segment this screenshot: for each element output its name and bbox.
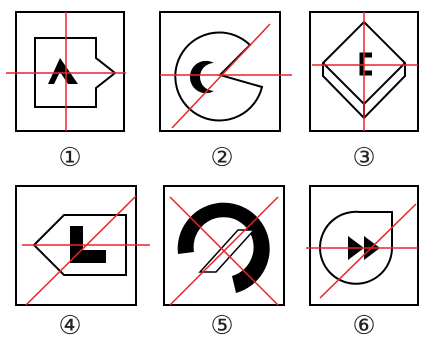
- panel-3: ③: [309, 11, 419, 173]
- panel-6-frame: [309, 185, 419, 306]
- panel-4-label: ④: [58, 311, 81, 341]
- panel-5-label: ⑤: [210, 311, 233, 341]
- panel-1: ①: [6, 11, 126, 173]
- panel-4-symmetry-axes: [22, 195, 150, 306]
- panel-1-figure: [34, 37, 117, 108]
- panel-1-label: ①: [58, 143, 81, 173]
- panel-3-label: ③: [352, 143, 375, 173]
- panel-5-frame: [163, 185, 285, 306]
- panel-5-figure: [177, 202, 270, 293]
- panel-2-frame: [159, 11, 281, 132]
- panel-1-frame: [15, 11, 125, 132]
- panel-4: ④: [15, 185, 150, 341]
- panel-6-symmetry-axes: [306, 203, 418, 299]
- panel-2: ②: [159, 11, 292, 173]
- panel-2-label: ②: [210, 143, 233, 173]
- panel-2-figure: [174, 31, 264, 122]
- panel-5: ⑤: [163, 185, 285, 341]
- panel-6: ⑥: [306, 185, 419, 341]
- panel-1-symmetry-axes: [6, 12, 126, 131]
- panel-5-symmetry-axes: [169, 196, 279, 306]
- panel-2-symmetry-axes: [160, 23, 292, 129]
- panel-3-symmetry-axes: [312, 12, 418, 131]
- panel-6-label: ⑥: [352, 311, 375, 341]
